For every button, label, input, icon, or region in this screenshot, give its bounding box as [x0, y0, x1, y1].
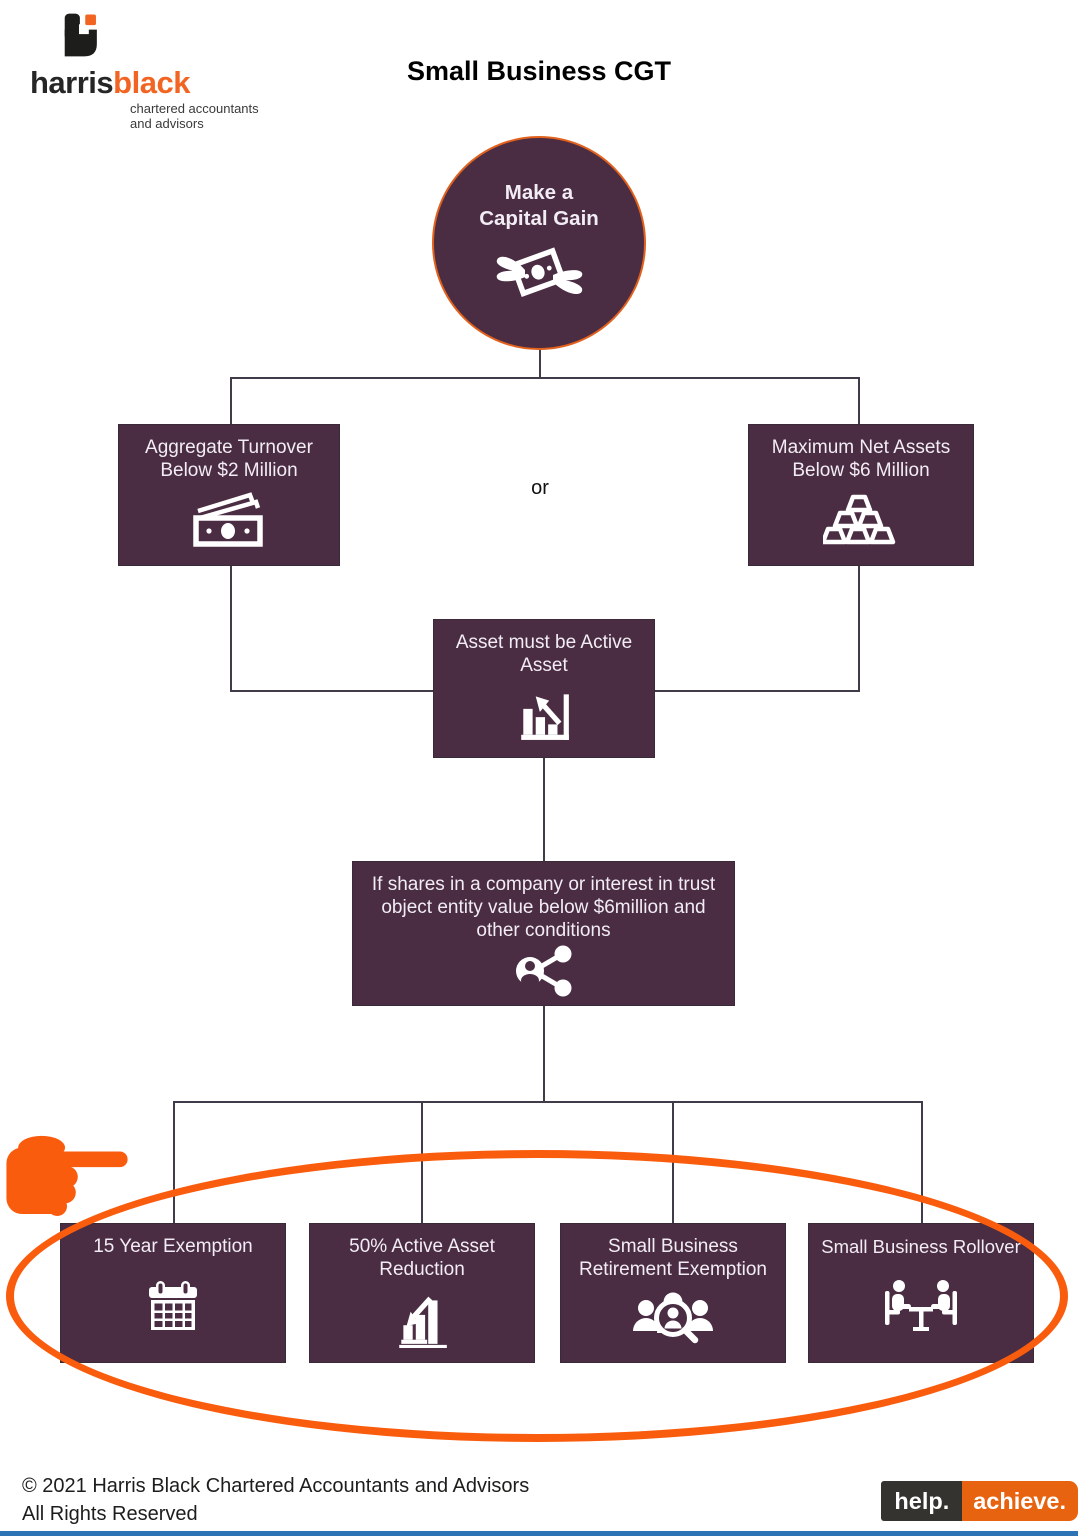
node-label: Maximum Net Assets Below $6 Million — [771, 437, 951, 481]
node-label: Aggregate Turnover Below $2 Million — [145, 437, 313, 481]
connector-line — [230, 690, 434, 692]
node-label: Asset must be Active Asset — [455, 632, 633, 676]
brand-tagline-line2: and advisors — [130, 116, 204, 131]
badge-help-label: help. — [881, 1481, 963, 1521]
connector-line — [173, 1101, 175, 1223]
connector-line — [173, 1101, 923, 1103]
connector-line — [858, 566, 860, 692]
connector-line — [539, 349, 541, 379]
node-label: If shares in a company or interest in tr… — [371, 874, 716, 941]
connector-line — [921, 1101, 923, 1223]
brand-name: harrisblack — [30, 65, 270, 100]
person-share-icon — [509, 942, 579, 1008]
brand-tagline: chartered accountants and advisors — [130, 101, 270, 131]
connector-line — [655, 690, 860, 692]
node-aggregate-turnover: Aggregate Turnover Below $2 Million — [118, 424, 340, 566]
brand-name-harris: harris — [30, 65, 114, 100]
page-bottom-strip — [0, 1531, 1078, 1536]
copyright-line1: © 2021 Harris Black Chartered Accountant… — [22, 1475, 530, 1497]
brand-name-black: black — [113, 65, 190, 100]
connector-line — [543, 758, 545, 861]
bar-chart-rise-icon — [515, 677, 573, 757]
copyright-line2: All Rights Reserved — [22, 1503, 198, 1525]
connector-line — [230, 377, 860, 379]
harrisblack-logo: harrisblack chartered accountants and ad… — [30, 10, 270, 131]
help-achieve-badge: help. achieve. — [881, 1481, 1078, 1521]
harrisblack-mark-icon — [54, 10, 270, 65]
badge-achieve-label: achieve. — [962, 1481, 1078, 1521]
connector-line — [230, 566, 232, 692]
banknotes-icon — [186, 482, 272, 565]
node-maximum-net-assets: Maximum Net Assets Below $6 Million — [748, 424, 974, 566]
connector-line — [858, 377, 860, 424]
node-label: Make a Capital Gain — [479, 181, 599, 230]
connector-line — [230, 377, 232, 424]
or-label: or — [531, 477, 549, 499]
node-make-a-capital-gain: Make a Capital Gain — [432, 136, 646, 350]
brand-tagline-line1: chartered accountants — [130, 101, 259, 116]
flying-money-icon — [491, 244, 587, 306]
gold-bars-icon — [823, 482, 899, 565]
connector-line — [543, 1006, 545, 1102]
node-shares-condition: If shares in a company or interest in tr… — [352, 861, 735, 1006]
pointing-hand-icon — [4, 1130, 132, 1221]
page-title: Small Business CGT — [406, 56, 672, 86]
node-active-asset: Asset must be Active Asset — [433, 619, 655, 758]
concessions-highlight-ellipse — [6, 1150, 1068, 1442]
copyright-notice: © 2021 Harris Black Chartered Accountant… — [22, 1472, 529, 1528]
